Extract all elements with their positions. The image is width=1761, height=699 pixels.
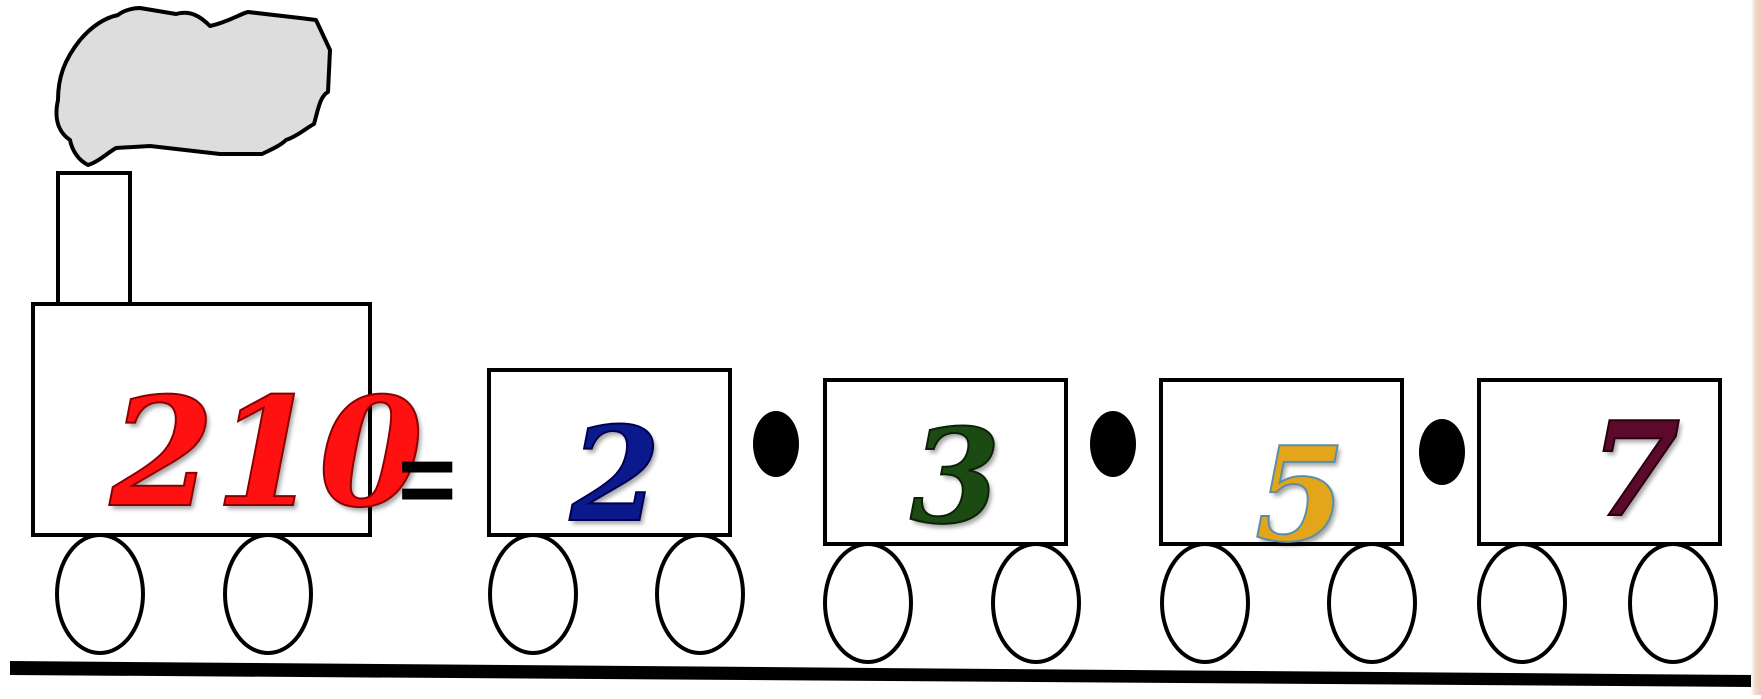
factor-7: 7 <box>1590 405 1680 535</box>
multiplication-dot <box>1419 419 1465 485</box>
page-edge <box>1751 0 1761 695</box>
multiplication-dot <box>1090 411 1136 477</box>
smoke-cloud <box>57 8 331 165</box>
factor-5: 5 <box>1255 430 1345 560</box>
wheel <box>657 535 743 653</box>
multiplication-dot <box>753 411 799 477</box>
rail <box>10 661 1752 687</box>
factor-3: 3 <box>910 412 1000 542</box>
equals-sign: = <box>398 430 456 530</box>
wheel <box>57 535 143 653</box>
wheel <box>825 544 911 662</box>
chimney <box>58 173 130 304</box>
wheel <box>490 535 576 653</box>
wheel <box>1162 544 1248 662</box>
wheel <box>993 544 1079 662</box>
wheel <box>225 535 311 653</box>
product-number: 210 <box>110 378 423 528</box>
wheel <box>1479 544 1565 662</box>
factor-2: 2 <box>570 410 660 540</box>
wheel <box>1630 544 1716 662</box>
